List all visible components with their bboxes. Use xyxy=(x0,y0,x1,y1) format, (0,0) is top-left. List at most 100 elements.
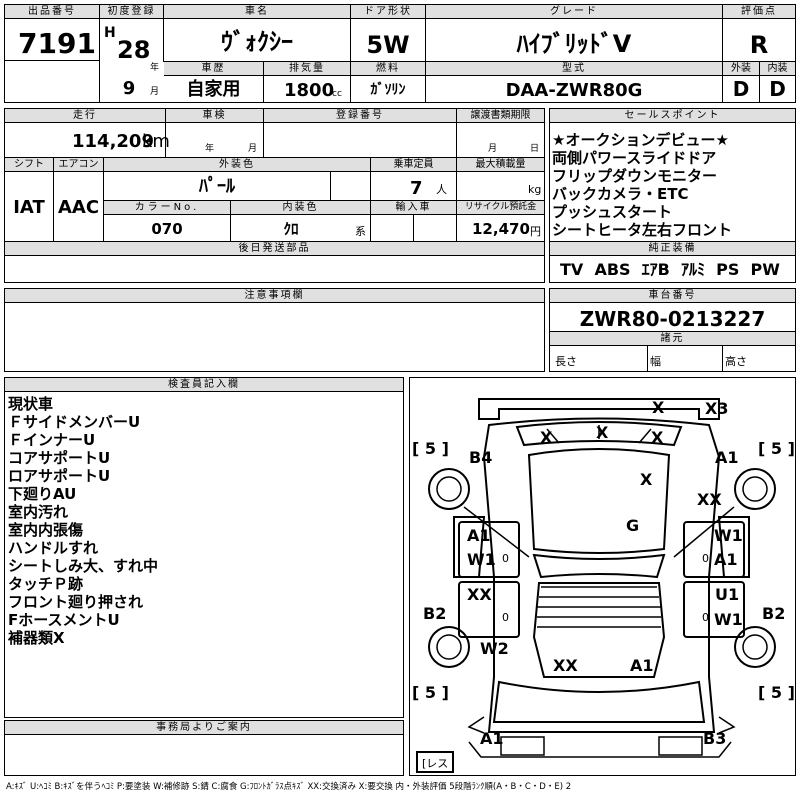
mark-window-x3: X xyxy=(651,428,664,447)
displacement-label: 排気量 xyxy=(264,62,350,76)
sales-item: フリップダウンモニター xyxy=(552,167,718,185)
int-color-unit: 系 xyxy=(355,225,366,238)
model-label: 型式 xyxy=(426,62,722,76)
mark-xx-bottom: XX xyxy=(553,656,578,675)
inspector-note: タッチＰ跡 xyxy=(8,575,84,593)
mark-g: G xyxy=(626,516,640,535)
capacity: 7 xyxy=(410,178,423,199)
tire-tread-rr: [ 5 ] xyxy=(758,439,795,458)
sales-list: ★オークションデビュー★ 両側パワースライドドア フリップダウンモニター バック… xyxy=(552,131,732,239)
color-no-label: カラーNo. xyxy=(104,201,230,215)
inspector-notes: 現状車 ＦサイドメンバーU ＦインナーU コアサポートU ロアサポートU 下廻り… xyxy=(8,395,158,647)
recycle-fee: 12,470 xyxy=(472,220,530,238)
inspector-note: 現状車 xyxy=(8,395,54,413)
inspector-note: ロアサポートU xyxy=(8,467,111,485)
sales-item: シートヒータ左右フロント xyxy=(552,221,733,239)
inspector-note: ハンドルすれ xyxy=(8,539,99,557)
sales-item: バックカメラ・ETC xyxy=(552,185,689,203)
zero-marker: 0 xyxy=(502,611,509,624)
legend: A:ｷｽﾞ U:ﾍｺﾐ B:ｷｽﾞを伴うﾍｺﾐ P:要塗装 W:補修跡 S:錆 … xyxy=(6,782,572,792)
vehicle-info-block xyxy=(4,108,545,283)
car-name: ｳﾞｫｸｼｰ xyxy=(221,28,293,56)
fuel: ｶﾞｿﾘﾝ xyxy=(370,82,406,98)
zero-marker: 0 xyxy=(502,552,509,565)
inspector-title: 検査員記入欄 xyxy=(5,378,403,392)
reg-month: 9 xyxy=(122,78,136,99)
int-color-label: 内装色 xyxy=(231,201,370,215)
mark-a1-bottom: A1 xyxy=(630,656,654,675)
shift-label: シフト xyxy=(5,158,53,172)
insp-month-unit: 月 xyxy=(248,144,258,154)
exterior-label: 外装 xyxy=(723,62,759,76)
import-label: 輸入車 xyxy=(371,201,456,215)
inspector-note: ＦインナーU xyxy=(8,431,96,449)
inspector-note: コアサポートU xyxy=(8,449,111,467)
door-label: ドア形状 xyxy=(351,5,425,19)
shift: IAT xyxy=(13,197,45,218)
recycle-unit: 円 xyxy=(530,225,541,238)
inspector-note: FホースメントU xyxy=(8,611,120,629)
later-parts-label: 後日発送部品 xyxy=(5,242,544,256)
tire-tread-fl: [ 5 ] xyxy=(412,683,449,702)
mark-window-x1: X xyxy=(540,428,553,447)
history-label: 車歴 xyxy=(164,62,263,76)
spec-width-label: 幅 xyxy=(650,355,661,368)
mark-xx-left: XX xyxy=(467,585,492,604)
office-title: 事務局よりご案内 xyxy=(5,721,403,735)
score: R xyxy=(749,31,769,59)
mark-window-x2: X xyxy=(596,423,609,442)
capacity-label: 乗車定員 xyxy=(371,158,456,172)
mark-b2-left: B2 xyxy=(423,604,447,623)
sales-item: 両側パワースライドドア xyxy=(552,149,717,167)
sales-item: ★オークションデビュー★ xyxy=(552,131,729,149)
zero-marker: 0 xyxy=(702,552,709,565)
reg-year: 28 xyxy=(117,36,151,64)
mark-w1-right-2: W1 xyxy=(714,610,743,629)
ac-label: エアコン xyxy=(54,158,103,172)
inspector-note: 補器類X xyxy=(8,629,65,647)
history: 自家用 xyxy=(186,79,241,100)
car-diagram xyxy=(416,398,776,773)
interior-grade: D xyxy=(769,77,786,101)
chassis-block xyxy=(549,288,796,372)
car-name-label: 車名 xyxy=(164,5,350,19)
office-block xyxy=(4,720,404,776)
mark-roof-center-x: X xyxy=(640,470,653,489)
mileage-label: 走行 xyxy=(5,109,165,123)
displacement-unit: cc xyxy=(332,89,342,99)
reg-no-label: 登録番号 xyxy=(264,109,456,123)
mark-x3: X3 xyxy=(705,399,729,418)
mark-w1-left: W1 xyxy=(467,550,496,569)
era: H xyxy=(104,25,116,41)
equipment-items: TV ABS ｴｱB ｱﾙﾐ PS PW xyxy=(560,260,780,279)
door-type: 5W xyxy=(366,31,410,59)
color-number: 070 xyxy=(151,220,183,238)
equipment-title: 純正装備 xyxy=(550,242,795,256)
inspection-label: 車検 xyxy=(166,109,263,123)
fuel-label: 燃料 xyxy=(351,62,425,76)
score-label: 評価点 xyxy=(723,5,795,19)
max-load-unit: kg xyxy=(528,183,542,196)
sales-item: プッシュスタート xyxy=(552,203,673,221)
inspector-note: 室内内張傷 xyxy=(8,521,84,539)
spec-height-label: 高さ xyxy=(725,355,747,368)
displacement: 1800 xyxy=(284,80,335,101)
air-conditioner: AAC xyxy=(57,197,100,218)
year-unit: 年 xyxy=(150,63,160,73)
mark-w1-right: W1 xyxy=(714,526,743,545)
inspector-note: 室内汚れ xyxy=(8,503,69,521)
insp-year-unit: 年 xyxy=(205,144,215,154)
header-block xyxy=(4,4,796,103)
first-reg-label: 初度登録 xyxy=(100,5,163,19)
inspector-note: 下廻りAU xyxy=(8,485,77,503)
mark-a1-bottom-left: A1 xyxy=(480,729,504,748)
mark-b3: B3 xyxy=(703,729,727,748)
mark-a1-left: A1 xyxy=(467,526,491,545)
transfer-label: 譲渡書類期限 xyxy=(457,109,544,123)
spec-title: 諸元 xyxy=(550,332,795,346)
transfer-month-unit: 月 xyxy=(488,144,498,154)
chassis-number: ZWR80-0213227 xyxy=(579,307,766,331)
mark-xx-right: XX xyxy=(697,490,722,509)
sales-points-block xyxy=(549,108,796,283)
inspector-note: シートしみ大、すれ中 xyxy=(8,557,159,575)
